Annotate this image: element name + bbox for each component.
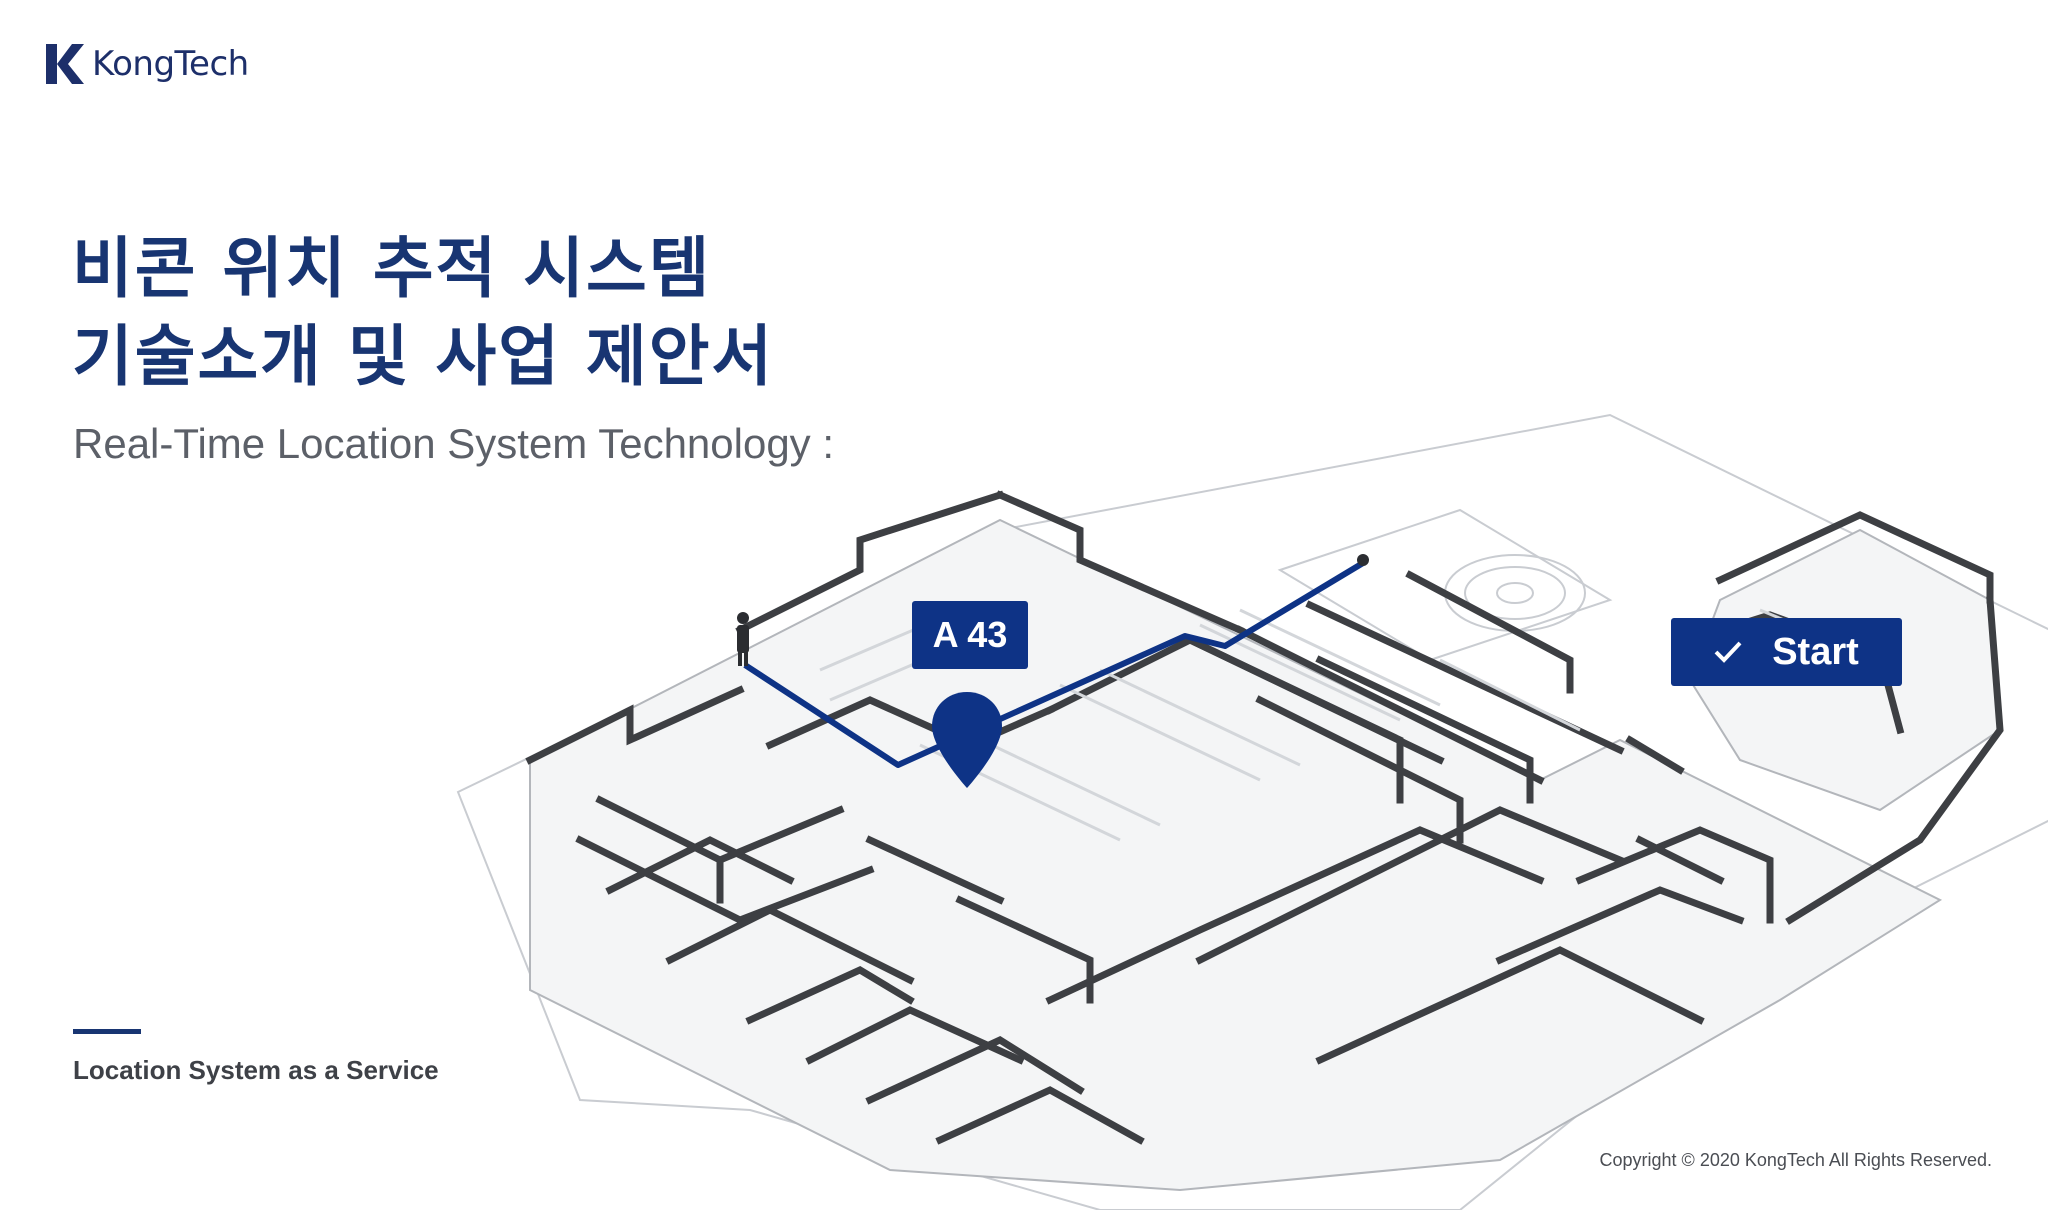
person-icon: [737, 612, 749, 666]
brand-logo: KongTech: [46, 44, 249, 84]
kongtech-k-icon: [46, 44, 84, 84]
start-label-text: Start: [1772, 630, 1859, 673]
page-subtitle: Real-Time Location System Technology :: [73, 420, 835, 467]
page-title: 비콘 위치 추적 시스템 기술소개 및 사업 제안서: [72, 225, 774, 401]
location-label-a43: A 43: [912, 601, 1028, 669]
check-icon: [1714, 641, 1742, 663]
brand-name: KongTech: [92, 44, 249, 84]
route-path: [743, 560, 1365, 768]
accent-divider: [73, 1029, 141, 1034]
tagline: Location System as a Service: [73, 1055, 439, 1085]
location-label-text: A 43: [932, 614, 1008, 655]
courtyard-outline: [1277, 508, 1613, 662]
title-line-2: 기술소개 및 사업 제안서: [72, 318, 775, 395]
floor-plan-illustration: [456, 413, 2048, 1210]
copyright-notice: Copyright © 2020 KongTech All Rights Res…: [1599, 1150, 1992, 1170]
start-label: Start: [1671, 618, 1902, 686]
title-line-1: 비콘 위치 추적 시스템: [72, 230, 712, 307]
start-point-icon: [1357, 554, 1369, 566]
location-pin-icon: [932, 692, 1002, 788]
